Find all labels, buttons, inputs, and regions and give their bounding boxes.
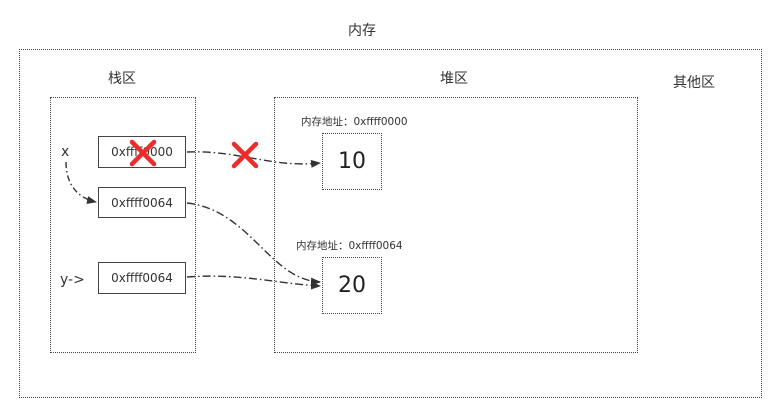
variable-x-label: x — [61, 144, 70, 160]
cross-mark-old-arrow — [231, 141, 259, 169]
heap-value-box-2: 20 — [322, 257, 382, 314]
heap-value-box-1: 10 — [322, 133, 382, 190]
arrow-old-cell-to-heap-10 — [186, 151, 321, 168]
arrow-new-cell-to-heap-20 — [186, 202, 321, 286]
stack-cell-x-old: 0xffff0000 — [98, 136, 186, 168]
arrow-x-to-new-cell — [65, 161, 97, 204]
variable-y-label: y-> — [60, 272, 85, 288]
stack-region — [50, 97, 196, 353]
cross-mark-stack-cell — [129, 139, 157, 167]
arrow-y-cell-to-heap-20 — [186, 275, 321, 290]
memory-region — [19, 49, 762, 398]
stack-cell-x-new: 0xffff0064 — [98, 187, 186, 218]
heap-address-label-2: 内存地址：0xffff0064 — [296, 240, 403, 252]
memory-title: 内存 — [348, 23, 376, 39]
other-region-title: 其他区 — [673, 75, 715, 91]
stack-title: 栈区 — [108, 71, 136, 87]
stack-cell-y: 0xffff0064 — [98, 262, 186, 294]
heap-address-label-1: 内存地址：0xffff0000 — [301, 116, 408, 128]
heap-title: 堆区 — [440, 71, 468, 87]
heap-region — [274, 97, 638, 353]
